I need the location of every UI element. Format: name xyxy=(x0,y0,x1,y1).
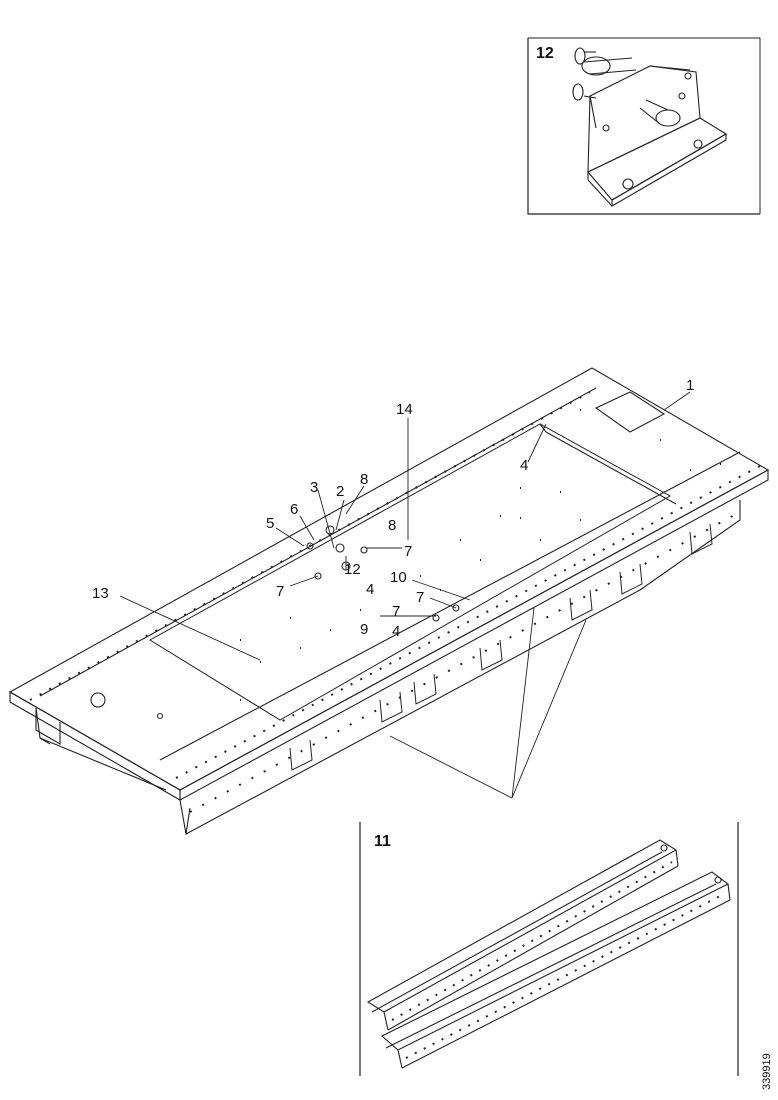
inset-bottom-label: 11 xyxy=(374,833,391,850)
main-callouts: 1 14 4 3 8 2 5 6 8 7 12 10 7 4 7 13 7 9 … xyxy=(92,377,694,640)
callout-8a: 8 xyxy=(360,471,368,488)
drawing-reference-number: 339919 xyxy=(761,1053,773,1090)
callout-8b: 8 xyxy=(388,517,396,534)
callout-4c: 4 xyxy=(392,623,400,640)
callout-7a: 7 xyxy=(404,543,412,560)
callout-12: 12 xyxy=(344,561,361,578)
rail-channels-drawing xyxy=(366,839,731,1069)
callout-13: 13 xyxy=(92,585,109,602)
callout-5: 5 xyxy=(266,515,274,532)
callout-4b: 4 xyxy=(366,581,374,598)
inset-top-label: 12 xyxy=(536,45,554,62)
callout-7c: 7 xyxy=(416,589,424,606)
callout-6: 6 xyxy=(290,501,298,518)
callout-7b: 7 xyxy=(276,583,284,600)
callout-14: 14 xyxy=(396,401,413,418)
inset-top-detail: 12 xyxy=(527,37,761,215)
callout-1: 1 xyxy=(686,377,694,394)
callout-2: 2 xyxy=(336,483,344,500)
callout-10: 10 xyxy=(390,569,407,586)
callout-9: 9 xyxy=(360,621,368,638)
subframe-assembly xyxy=(8,367,770,835)
inset-11-leaders xyxy=(389,607,587,799)
callout-4a: 4 xyxy=(520,457,528,474)
inset-bottom-detail: 11 xyxy=(359,822,739,1076)
callout-3: 3 xyxy=(310,479,318,496)
callout-7d: 7 xyxy=(392,603,400,620)
mounting-bracket-drawing xyxy=(572,47,728,207)
